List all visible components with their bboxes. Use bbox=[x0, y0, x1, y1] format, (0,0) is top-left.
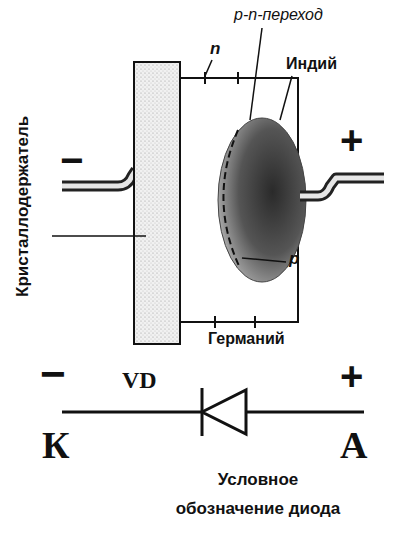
polarity-sign: + bbox=[340, 354, 363, 398]
leader-line bbox=[52, 235, 146, 237]
region-label: n bbox=[210, 40, 220, 59]
diode-symbol bbox=[201, 388, 204, 436]
designator: VD bbox=[122, 367, 157, 393]
lead-wire bbox=[300, 178, 384, 196]
leader-line bbox=[205, 60, 212, 76]
indium-ball bbox=[218, 118, 306, 282]
part-label: Индий bbox=[286, 55, 337, 73]
crystal-holder bbox=[134, 62, 180, 344]
lead-wire bbox=[300, 178, 384, 196]
part-label: Германий bbox=[208, 330, 285, 348]
tick bbox=[237, 72, 239, 84]
tick bbox=[214, 316, 216, 328]
polarity-sign: + bbox=[340, 118, 363, 162]
polarity-sign: − bbox=[60, 138, 83, 182]
caption: Условное обозначение диода bbox=[173, 466, 343, 524]
region-label: p bbox=[289, 250, 299, 269]
part-label: Кристаллодержатель bbox=[15, 115, 34, 296]
terminal-label: К bbox=[42, 425, 70, 467]
polarity-sign: − bbox=[40, 350, 66, 398]
junction-label: p-n-переход bbox=[234, 6, 323, 24]
terminal-label: A bbox=[340, 425, 367, 467]
pn-junction bbox=[223, 130, 240, 268]
diode-symbol bbox=[202, 390, 246, 434]
leader-line bbox=[250, 28, 262, 120]
leader-line bbox=[242, 258, 286, 262]
leader-line bbox=[280, 76, 292, 120]
tick bbox=[254, 316, 256, 328]
